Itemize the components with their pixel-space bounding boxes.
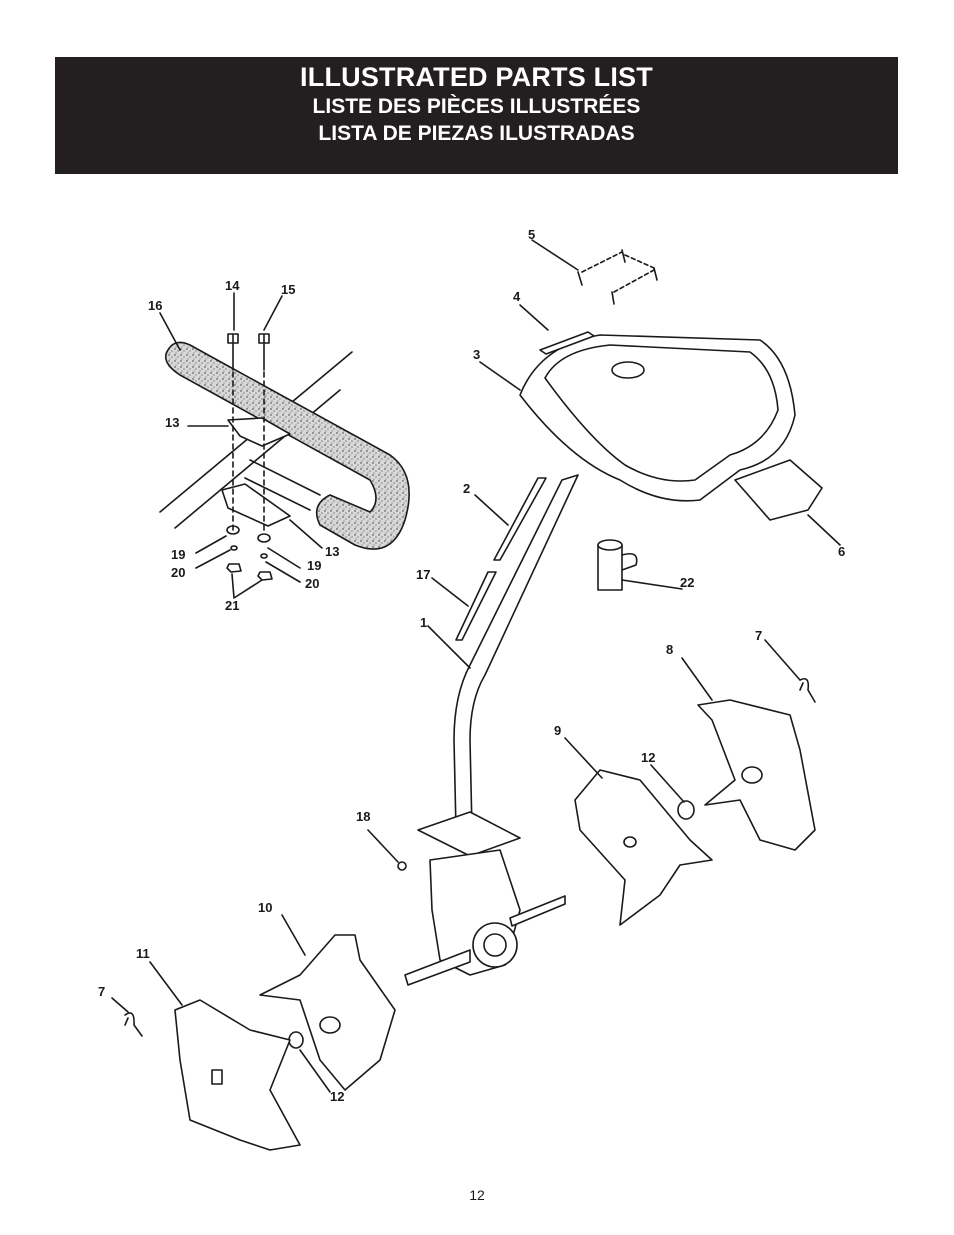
callout-7-upper: 7 xyxy=(755,628,762,643)
callout-15: 15 xyxy=(281,282,295,297)
axle-shaft xyxy=(404,895,566,986)
nut-21-right xyxy=(257,571,273,581)
callout-3: 3 xyxy=(473,347,480,362)
callout-7-lower: 7 xyxy=(98,984,105,999)
washer-12-lower xyxy=(288,1031,304,1049)
title-english: ILLUSTRATED PARTS LIST xyxy=(300,62,653,92)
callout-19-right: 19 xyxy=(307,558,321,573)
title-french: LISTE DES PIÈCES ILLUSTRÉES xyxy=(312,95,641,118)
gearbox-plate xyxy=(417,811,521,857)
decal-4 xyxy=(539,331,595,355)
callout-22: 22 xyxy=(680,575,694,590)
bolt-14 xyxy=(227,333,239,371)
tine-9 xyxy=(574,769,713,926)
flap-6 xyxy=(734,459,823,521)
leader-lines xyxy=(111,239,841,1093)
callout-12-lower: 12 xyxy=(330,1089,344,1104)
callout-4: 4 xyxy=(513,289,521,304)
callout-20-left: 20 xyxy=(171,565,185,580)
callout-2: 2 xyxy=(463,481,470,496)
callout-14: 14 xyxy=(225,278,240,293)
callout-18: 18 xyxy=(356,809,370,824)
nut-18 xyxy=(397,861,407,871)
callout-13-upper: 13 xyxy=(165,415,179,430)
screw-5a xyxy=(577,271,583,286)
tine-11 xyxy=(174,999,301,1151)
callout-16: 16 xyxy=(148,298,162,313)
bolt-15 xyxy=(258,333,270,371)
callout-21: 21 xyxy=(225,598,239,613)
shield-hole xyxy=(611,361,645,379)
tine-10 xyxy=(259,934,396,1091)
callout-13-lower: 13 xyxy=(325,544,339,559)
callout-10: 10 xyxy=(258,900,272,915)
title-banner: ILLUSTRATED PARTS LIST LISTE DES PIÈCES … xyxy=(55,57,898,174)
callout-11: 11 xyxy=(136,946,150,961)
page-number: 12 xyxy=(469,1187,485,1203)
washer-19-right xyxy=(257,533,271,543)
callout-9: 9 xyxy=(554,723,561,738)
clamp-lower xyxy=(221,483,291,527)
foam-grip xyxy=(164,341,410,550)
callout-6: 6 xyxy=(838,544,845,559)
nut-21-left xyxy=(226,563,242,573)
callout-20-right: 20 xyxy=(305,576,319,591)
washer-19-left xyxy=(226,525,240,535)
callout-5: 5 xyxy=(528,227,535,242)
gearbox-hub xyxy=(472,922,518,968)
callout-labels: 1 2 3 4 5 6 7 7 8 9 10 11 12 12 13 13 14… xyxy=(98,227,845,1104)
bolt-dash xyxy=(232,371,265,531)
decal-2 xyxy=(493,477,547,561)
callout-8: 8 xyxy=(666,642,673,657)
clamp-upper xyxy=(227,417,291,447)
callout-1: 1 xyxy=(420,615,427,630)
handle-lower-bar xyxy=(244,459,321,511)
decal-17 xyxy=(455,571,497,641)
tine-8 xyxy=(697,699,816,851)
exploded-parts-diagram: 1 2 3 4 5 6 7 7 8 9 10 11 12 12 13 13 14… xyxy=(98,227,845,1151)
callout-19-left: 19 xyxy=(171,547,185,562)
screw-5d xyxy=(611,291,615,305)
sleeve-22 xyxy=(597,544,623,591)
pin-7-lower xyxy=(124,1012,143,1037)
pin-7-upper xyxy=(799,677,816,703)
title-spanish: LISTA DE PIEZAS ILUSTRADAS xyxy=(318,122,635,145)
callout-17: 17 xyxy=(416,567,430,582)
callout-12-upper: 12 xyxy=(641,750,655,765)
washer-12-upper xyxy=(677,800,695,820)
lockwasher-20-right xyxy=(260,553,268,559)
lockwasher-20-left xyxy=(230,545,238,551)
